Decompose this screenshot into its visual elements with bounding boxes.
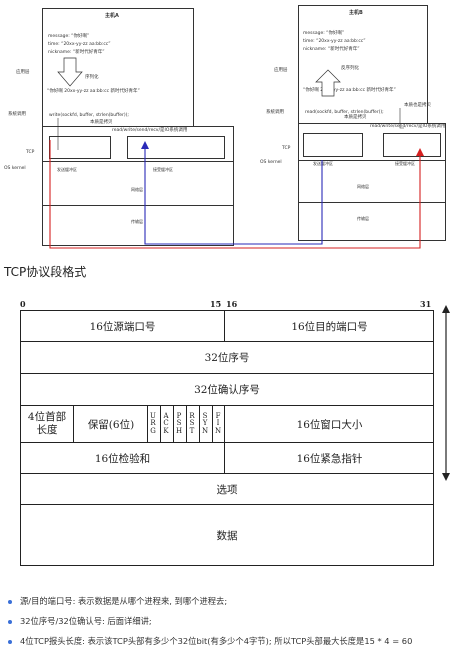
window-field: 16位窗口大小 (224, 406, 434, 442)
recv-buffer-label: 接受缓冲区 (395, 161, 415, 166)
notes-list: 源/目的端口号: 表示数据是从哪个进程来, 到哪个进程去; 32位序号/32位确… (4, 596, 458, 656)
syscall-bar-b: read/write/send/recv/是IO系统调用 (370, 124, 446, 129)
src-port-field: 16位源端口号 (89, 320, 156, 333)
label-app-layer-b: 应用层 (274, 68, 288, 73)
options-field: 选项 (216, 483, 238, 496)
host-a-title: 主机A (105, 13, 119, 19)
tcp-header-table: 16位源端口号 16位目的端口号 32位序号 32位确认序号 4位首部 长度 保… (20, 310, 434, 566)
data-field: 数据 (216, 529, 238, 542)
label-os-kernel-b: OS kernel (260, 160, 282, 165)
host-b-transport-layer: 传输层 (357, 216, 369, 221)
note-ports: 源/目的端口号: 表示数据是从哪个进程来, 到哪个进程去; (8, 596, 458, 607)
urgent-pointer-field: 16位紧急指针 (224, 443, 434, 473)
send-buffer-label: 发送缓冲区 (57, 167, 77, 172)
label-syscall-a: 系统调用 (8, 112, 26, 117)
label-tcp-b: TCP (282, 146, 291, 151)
host-b-deserialize-label: 反序列化 (341, 66, 359, 71)
host-a-packed-string: “你好啊 20xx-yy-zz aa:bb:cc 新时代好青年” (47, 89, 140, 94)
header-span-arrow (442, 305, 450, 481)
host-a-nickname: nickname: “新时代好青年” (48, 50, 105, 55)
label-tcp-a: TCP (26, 150, 35, 155)
section-title: TCP协议段格式 (4, 265, 87, 279)
host-b-title: 主机B (349, 10, 363, 16)
header-length-line1: 4位首部 (27, 411, 67, 423)
send-buffer-box (49, 136, 111, 159)
host-a-serialize-label: 序列化 (85, 75, 99, 80)
row-ports: 16位源端口号 16位目的端口号 (21, 311, 433, 341)
header-length-field: 4位首部 长度 (21, 406, 73, 442)
recv-buffer-label-a: 接受缓冲区 (153, 167, 173, 172)
seq-field: 32位序号 (204, 352, 250, 364)
row-checksum: 16位检验和 16位紧急指针 (21, 442, 433, 473)
send-buffer-box-b (303, 133, 363, 157)
ack-field: 32位确认序号 (194, 384, 260, 396)
recv-buffer-box (383, 133, 441, 157)
host-b-expand-note: 本质也是拷贝 (404, 103, 431, 108)
bit-16: 16 (226, 299, 238, 309)
syscall-bar-a: read/write/send/recv/是IO系统调用 (112, 128, 188, 133)
host-b-network-layer: 网络层 (357, 184, 369, 189)
host-a-app-box: 主机A message: “你好啊” time: “20xx-yy-zz aa:… (42, 8, 194, 128)
label-syscall-b: 系统调用 (266, 110, 284, 115)
host-a-time: time: “20xx-yy-zz aa:bb:cc” (48, 42, 111, 47)
host-b-message: message: “你好啊” (303, 31, 345, 36)
dst-port-field: 16位目的端口号 (224, 311, 434, 341)
host-a-write-call: write(sockfd, buffer, strlen(buffer)); (49, 113, 129, 118)
row-options: 选项 (21, 473, 433, 504)
host-b-read-call: read(sockfd, buffer, strlen(buffer)); (305, 110, 384, 115)
bit-31: 31 (420, 299, 432, 309)
bit-15: 15 (210, 299, 222, 309)
host-b-packed-string: “你好啊 20xx-yy-zz aa:bb:cc 新时代好青年” (303, 88, 396, 93)
send-buffer-label-b: 发送缓冲区 (313, 161, 333, 166)
recv-buffer-box-a (127, 136, 225, 159)
row-ack: 32位确认序号 (21, 373, 433, 405)
host-a-kernel-box: 发送缓冲区 接受缓冲区 网络层 传输层 (42, 126, 234, 246)
host-b-kernel-box: 发送缓冲区 接受缓冲区 网络层 传输层 (298, 123, 446, 241)
host-a-network-layer: 网络层 (131, 187, 143, 192)
host-a-transport-layer: 传输层 (131, 219, 143, 224)
row-data: 数据 (21, 504, 433, 565)
host-b-copy-note: 本质是拷贝 (344, 115, 367, 120)
checksum-field: 16位检验和 (94, 452, 151, 465)
note-seq-ack: 32位序号/32位确认号: 后面详细讲; (8, 616, 458, 627)
note-header-length: 4位TCP报头长度: 表示该TCP头部有多少个32位bit(有多少个4字节); … (8, 636, 458, 647)
bit-0: 0 (20, 299, 26, 309)
row-seq: 32位序号 (21, 341, 433, 373)
header-length-line2: 长度 (36, 424, 58, 436)
host-b-nickname: nickname: “新时代好青年” (303, 47, 360, 52)
label-app-layer-a: 应用层 (16, 70, 30, 75)
reserved-field: 保留(6位) (73, 406, 148, 442)
label-os-kernel-a: OS kernel (4, 166, 26, 171)
host-a-message: message: “你好啊” (48, 34, 90, 39)
host-a-copy-note: 本质是拷贝 (90, 120, 113, 125)
host-b-time: time: “20xx-yy-zz aa:bb:cc” (303, 39, 366, 44)
